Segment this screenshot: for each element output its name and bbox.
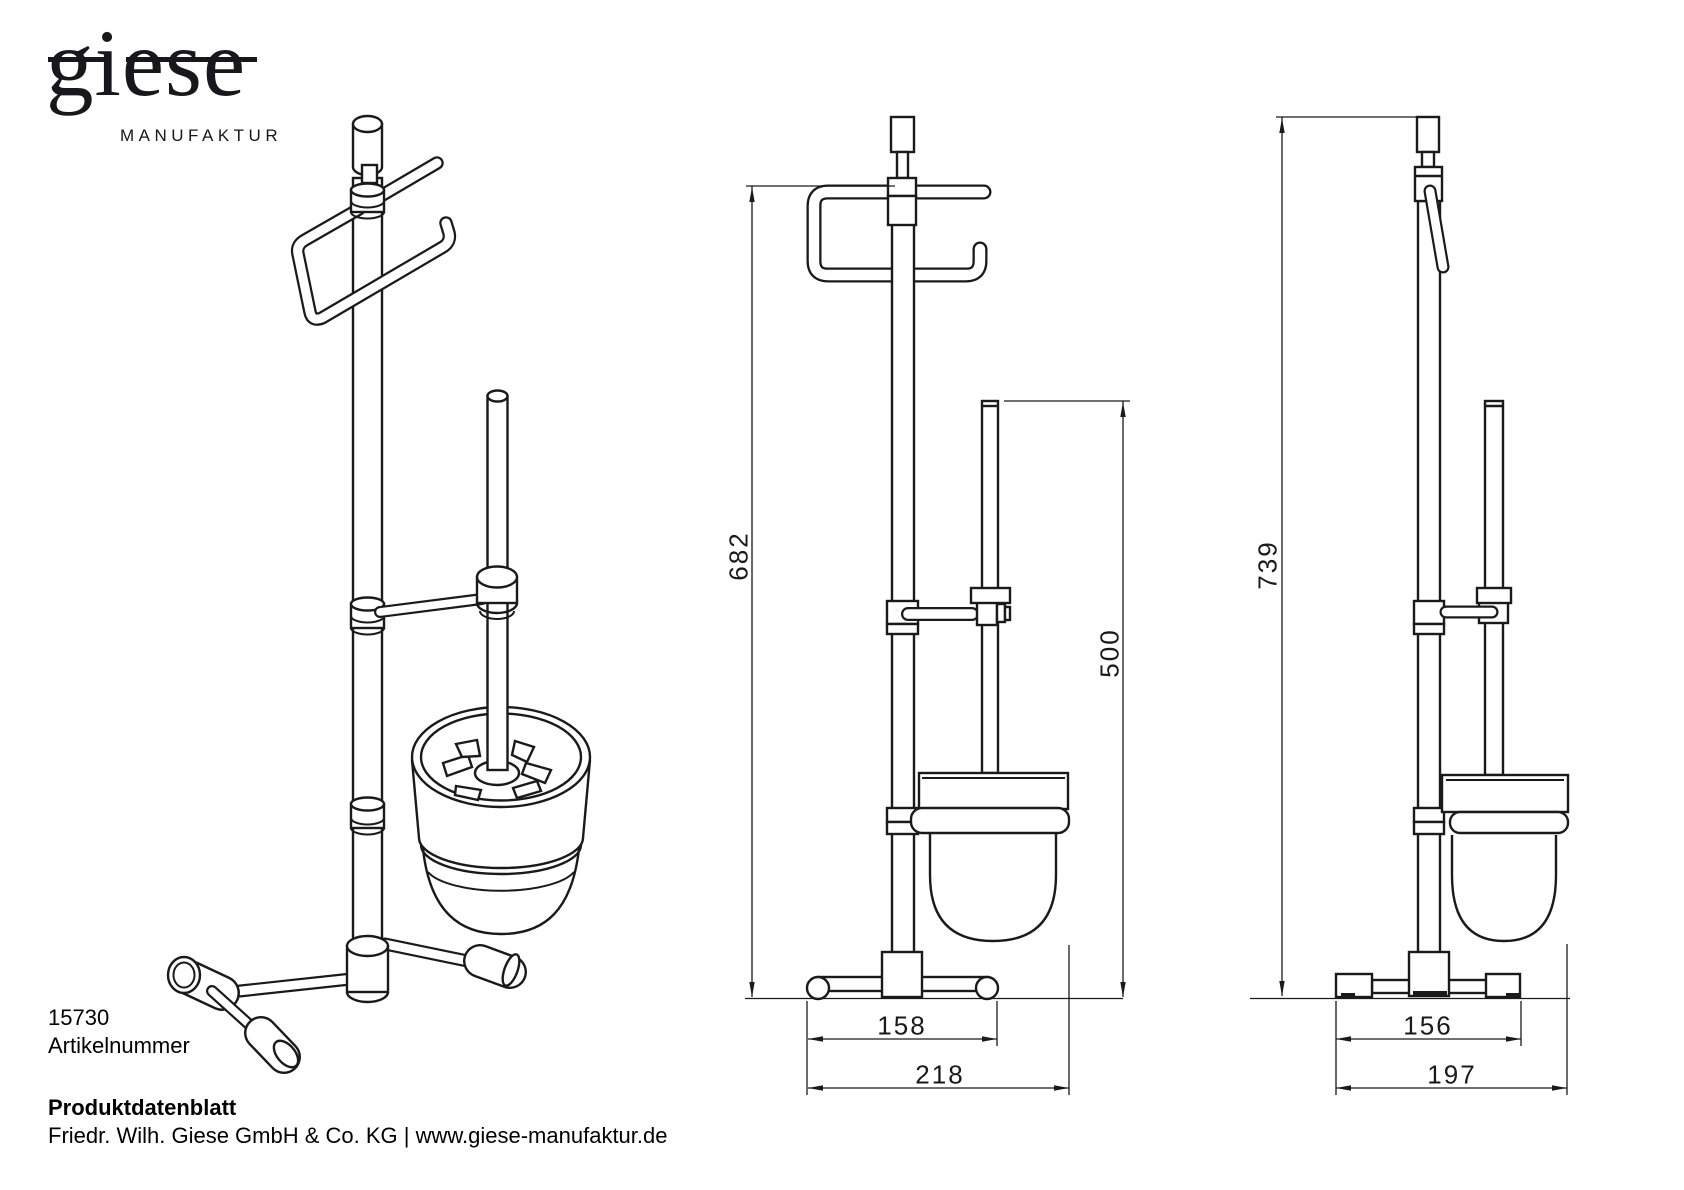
article-number: 15730 [48, 1005, 110, 1030]
dim-front-height: 682 [723, 531, 754, 581]
logo-subtitle-text: MANUFAKTUR [120, 126, 283, 145]
article-block: 15730 Artikelnummer [48, 1004, 190, 1060]
dim-front-feet-spacing: 158 [877, 1010, 927, 1041]
footer-block: Produktdatenblatt Friedr. Wilh. Giese Gm… [48, 1094, 667, 1150]
dim-front-base-width: 218 [915, 1059, 965, 1090]
dimension-lines [746, 116, 1568, 1095]
dim-front-brush-height: 500 [1094, 628, 1125, 678]
company-line: Friedr. Wilh. Giese GmbH & Co. KG | www.… [48, 1123, 668, 1148]
dim-side-base-depth: 197 [1427, 1059, 1477, 1090]
perspective-view [166, 114, 592, 1072]
dim-side-height: 739 [1252, 540, 1283, 590]
logo-overline-right [126, 57, 257, 62]
article-number-label: Artikelnummer [48, 1033, 190, 1058]
logo-overline-left [48, 57, 108, 62]
document-title: Produktdatenblatt [48, 1095, 237, 1120]
front-view [745, 115, 1123, 1001]
giese-logo: giese MANUFAKTUR [46, 16, 306, 154]
side-view [1250, 115, 1570, 1000]
dim-side-feet-spacing: 156 [1403, 1010, 1453, 1041]
logo-brand-text: giese [46, 10, 247, 116]
